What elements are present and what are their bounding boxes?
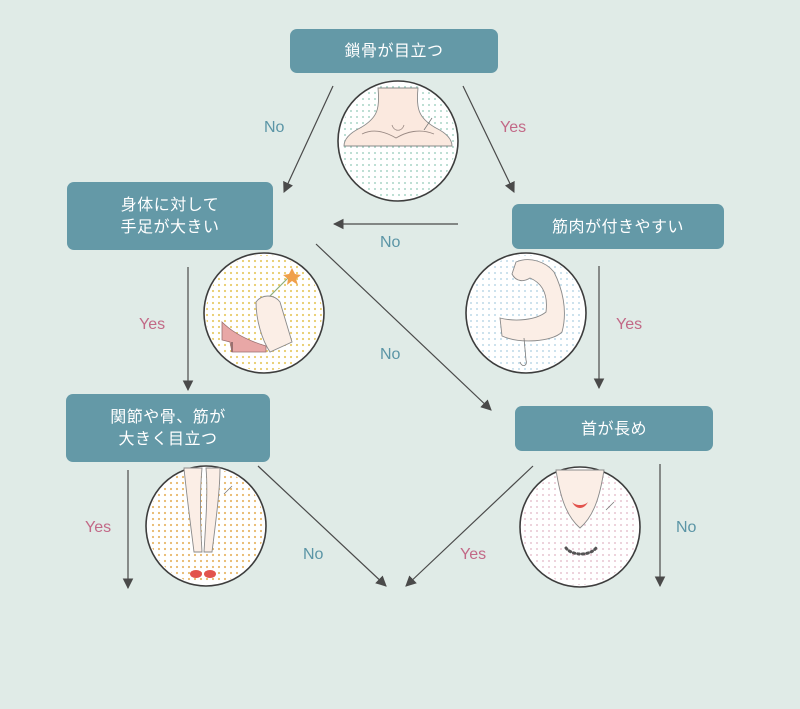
arrow-body-no <box>315 243 492 411</box>
label-muscle-yes: Yes <box>616 316 643 333</box>
node-neck: 首が長め <box>515 406 713 451</box>
legs-red-shoes-illustration <box>145 465 267 587</box>
label-muscle-no: No <box>380 234 401 251</box>
node-body-limbs: 身体に対して 手足が大きい <box>67 182 273 250</box>
node-collarbone-label: 鎖骨が目立つ <box>344 41 444 60</box>
arrow-joints-no <box>257 465 387 587</box>
node-joints: 関節や骨、筋が 大きく目立つ <box>66 394 270 462</box>
neck-necklace-illustration <box>519 466 641 588</box>
label-body-no: No <box>380 346 401 363</box>
node-muscle-label: 筋肉が付きやすい <box>551 216 684 236</box>
arrow-start-no <box>283 85 334 193</box>
node-muscle: 筋肉が付きやすい <box>512 204 724 249</box>
flexed-arm-illustration <box>465 252 587 374</box>
arrow-start-yes <box>462 85 515 193</box>
label-joints-yes: Yes <box>85 519 112 536</box>
label-start-yes: Yes <box>500 119 527 136</box>
label-neck-yes: Yes <box>460 546 487 563</box>
node-body-limbs-label: 身体に対して 手足が大きい <box>120 195 220 236</box>
arrow-neck-yes <box>405 465 534 587</box>
label-neck-no: No <box>676 519 697 536</box>
label-joints-no: No <box>303 546 324 563</box>
collarbone-illustration <box>337 80 459 202</box>
hand-flower-heel-illustration <box>203 252 325 374</box>
arrows <box>122 85 666 590</box>
node-joints-label: 関節や骨、筋が 大きく目立つ <box>110 407 226 448</box>
node-neck-label: 首が長め <box>580 418 647 438</box>
label-start-no: No <box>264 119 285 136</box>
node-collarbone: 鎖骨が目立つ <box>290 29 498 73</box>
label-body-yes: Yes <box>139 316 166 333</box>
